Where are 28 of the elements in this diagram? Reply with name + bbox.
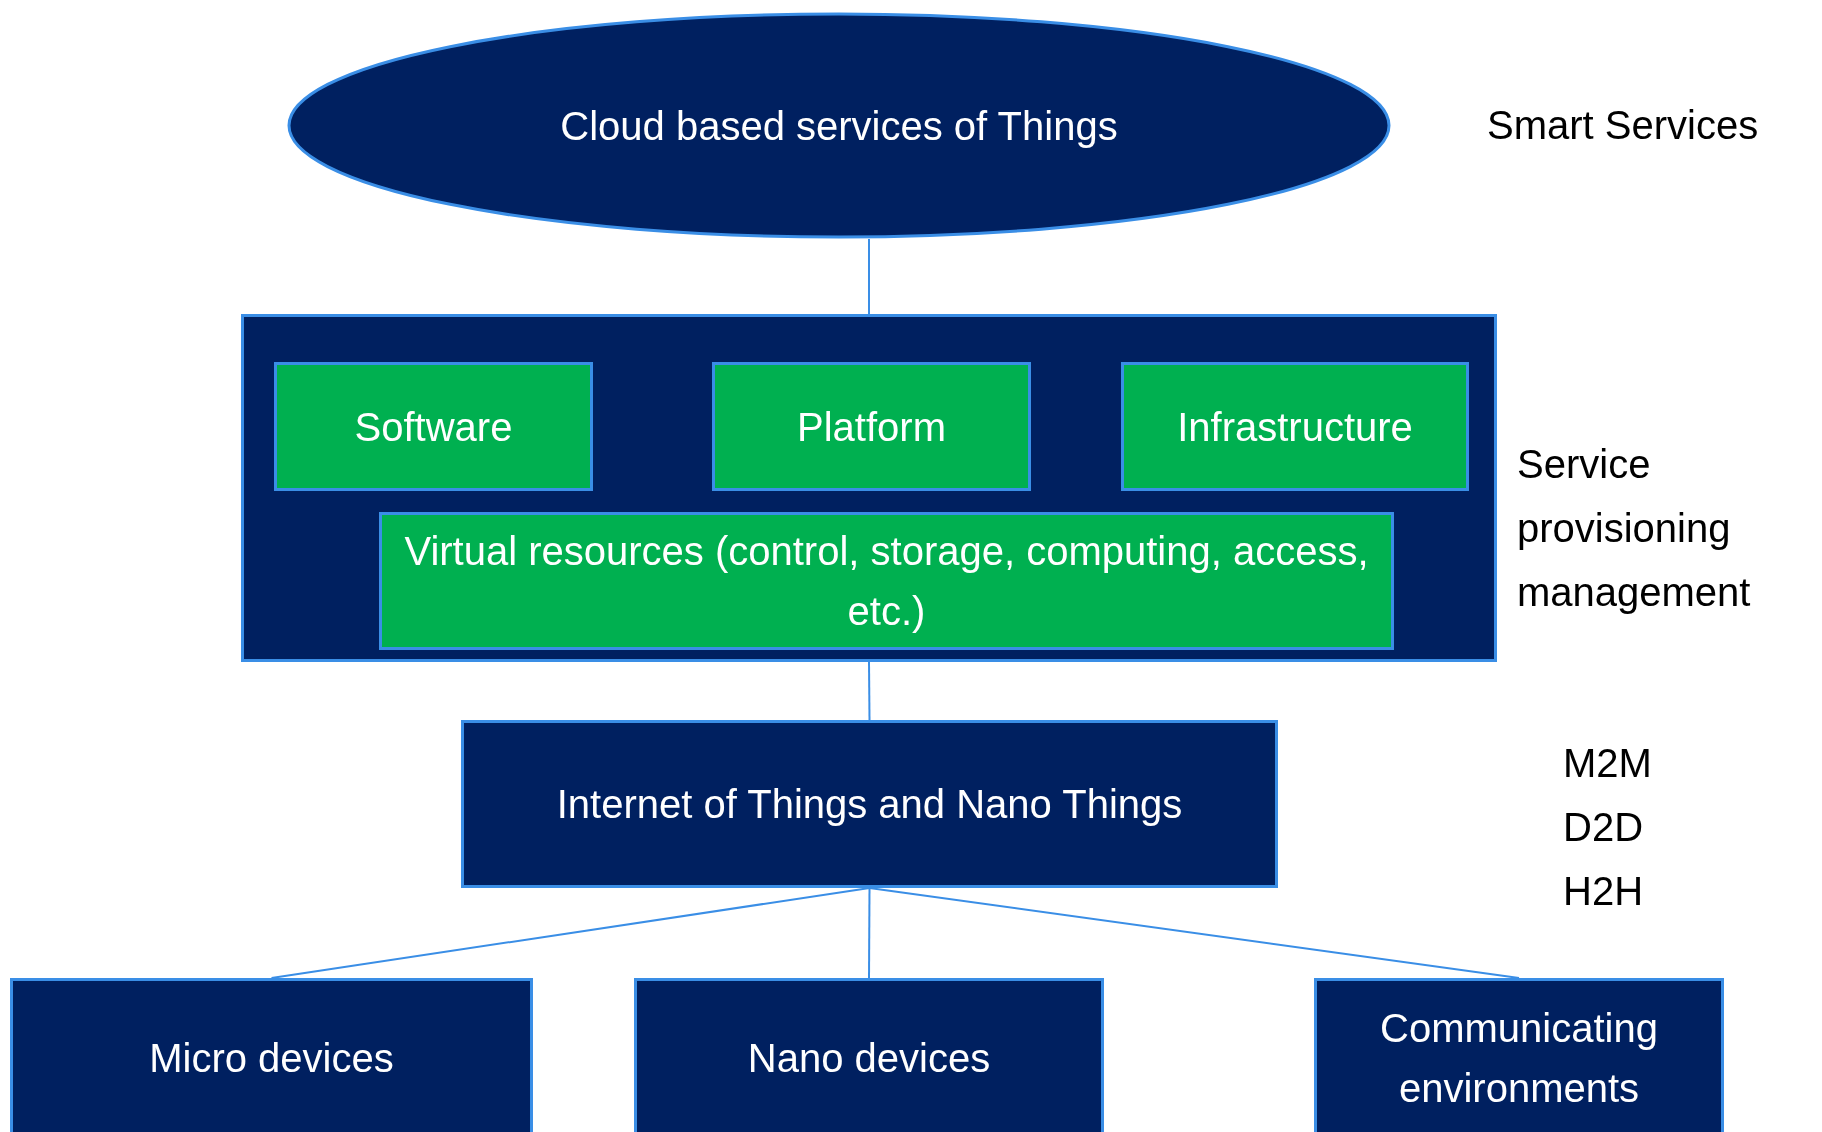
layer-box — [10, 978, 533, 1132]
component-box — [379, 512, 1394, 650]
connector-line — [868, 887, 1520, 979]
side-label: Smart Services — [1487, 102, 1759, 149]
component-box — [712, 362, 1031, 491]
node-label: Communicating environments — [1379, 1005, 1659, 1112]
node-label: Cloud based services of Things — [560, 102, 1118, 150]
component-box — [1121, 362, 1469, 491]
node-label: Micro devices — [149, 1035, 394, 1082]
node-label: Software — [354, 403, 513, 451]
connector-line — [270, 887, 871, 979]
node-label: Nano devices — [747, 1035, 991, 1082]
layer-box — [461, 720, 1278, 888]
layer-box — [634, 978, 1104, 1132]
node-label: Platform — [797, 403, 946, 451]
side-label: M2M — [1563, 740, 1652, 787]
side-label: Service provisioning management — [1517, 441, 1752, 616]
node-label: Internet of Things and Nano Things — [556, 781, 1183, 828]
component-box — [274, 362, 593, 491]
connector-line — [868, 887, 871, 979]
connector-line — [868, 238, 870, 315]
node-label: Infrastructure — [1177, 403, 1413, 451]
layer-box — [1314, 978, 1724, 1132]
side-label: H2H — [1563, 868, 1644, 915]
connector-line — [868, 661, 871, 721]
group-box — [241, 314, 1497, 662]
side-label: D2D — [1563, 804, 1644, 851]
node-label: Virtual resources (control, storage, computing, access, etc.) — [403, 528, 1370, 635]
